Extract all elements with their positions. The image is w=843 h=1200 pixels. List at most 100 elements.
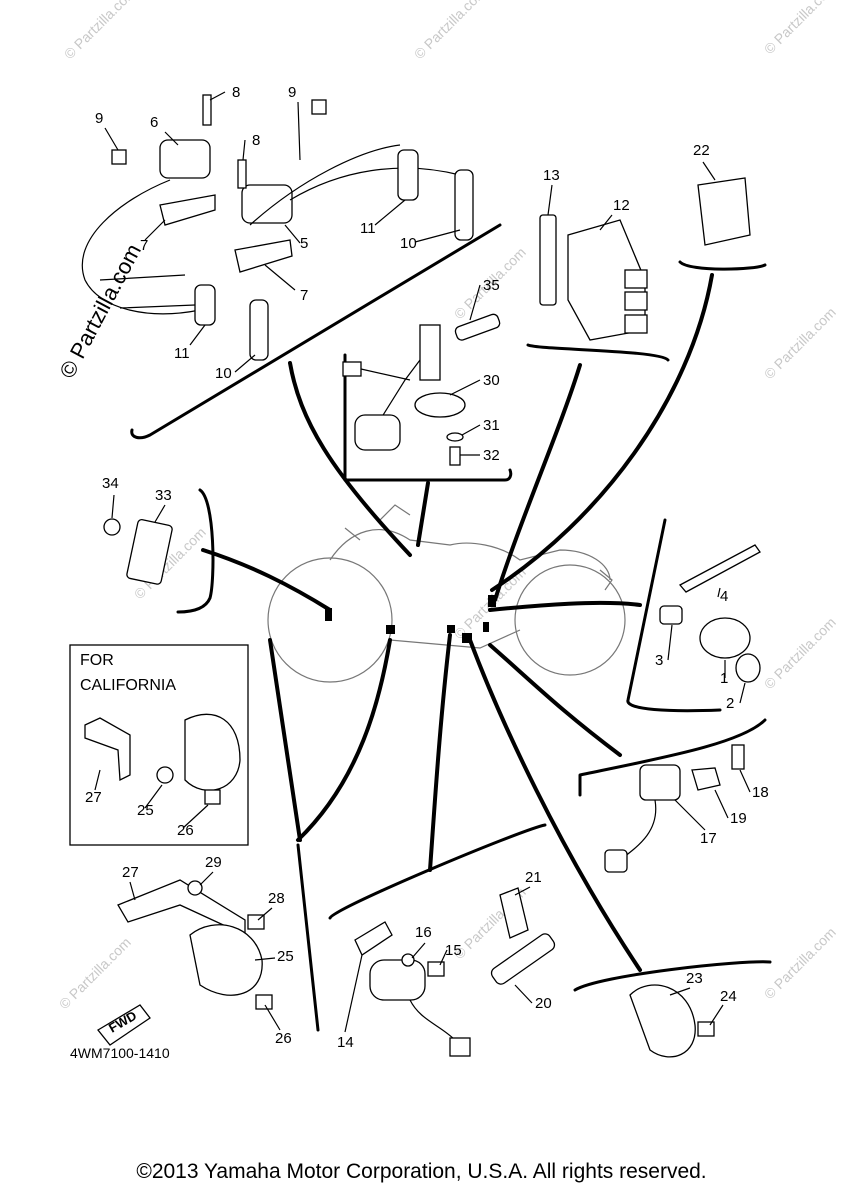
callout-26b: 26 [275, 1030, 292, 1047]
coil-cover-7a[interactable] [159, 194, 216, 226]
screw-3[interactable] [659, 605, 683, 625]
plug-cap-10a[interactable] [454, 169, 474, 241]
callout-5: 5 [300, 235, 308, 252]
callout-1: 1 [720, 670, 728, 687]
callout-23: 23 [686, 970, 703, 987]
callout-25a: 25 [137, 802, 154, 819]
starter-group [328, 823, 557, 1057]
horn-california[interactable] [184, 713, 241, 791]
callout-29: 29 [205, 854, 222, 871]
callout-34: 34 [102, 475, 119, 492]
watermark: © Partzilla.com [761, 924, 839, 1002]
ecu-group [526, 214, 670, 362]
callout-25b: 25 [277, 948, 294, 965]
relay-22[interactable] [697, 177, 751, 246]
watermark: © Partzilla.com [56, 934, 134, 1012]
callout-9b: 9 [288, 84, 296, 101]
callout-27a: 27 [85, 789, 102, 806]
callout-7a: 7 [140, 237, 148, 254]
callout-11a: 11 [360, 220, 376, 237]
watermark: © Partzilla.com [761, 304, 839, 382]
callout-12: 12 [613, 197, 630, 214]
bolt-8b[interactable] [237, 159, 247, 189]
connection-wires [201, 273, 714, 972]
nut-29[interactable] [187, 880, 203, 896]
watermark: © Partzilla.com [411, 0, 489, 62]
washer-25a[interactable] [156, 766, 174, 784]
leader-lines [94, 91, 751, 1033]
o-ring-2[interactable] [735, 653, 761, 683]
nut-34[interactable] [103, 518, 121, 536]
callouts: 1 2 3 4 5 6 7 7 8 8 9 9 10 10 11 11 12 1… [85, 84, 769, 1051]
bolt-8a[interactable] [202, 94, 212, 126]
clip-19[interactable] [691, 767, 721, 791]
callout-24: 24 [720, 988, 737, 1005]
main-switch-1[interactable] [699, 617, 751, 659]
horn-right-group [573, 960, 772, 1058]
diagram-code: 4WM7100-1410 [70, 1045, 170, 1061]
washer-31[interactable] [446, 432, 464, 442]
washer-16[interactable] [401, 953, 415, 967]
callout-17: 17 [700, 830, 717, 847]
callout-8a: 8 [232, 84, 240, 101]
bolt-26a[interactable] [204, 789, 221, 805]
clamp-21[interactable] [499, 887, 529, 939]
callout-11b: 11 [174, 345, 190, 362]
connector[interactable] [342, 361, 362, 377]
callout-8b: 8 [252, 132, 260, 149]
bolt-15[interactable] [427, 961, 445, 977]
callout-27b: 27 [122, 864, 139, 881]
california-line1: FOR [80, 652, 114, 669]
watermark: © Partzilla.com [761, 614, 839, 692]
watermark: © Partzilla.com [761, 0, 839, 57]
sensor-17[interactable] [639, 764, 681, 801]
watermark: © Partzilla.com [61, 0, 139, 62]
plug-cap-11a[interactable] [397, 149, 419, 201]
ignition-coil-5[interactable] [241, 184, 293, 224]
fuel-float[interactable] [354, 414, 401, 451]
callout-14: 14 [337, 1034, 354, 1051]
relay-group [678, 177, 767, 271]
lead-4[interactable] [678, 544, 761, 593]
starter-motor-14[interactable] [369, 959, 426, 1001]
coil-cover-7b[interactable] [234, 239, 293, 273]
ecu-band-13[interactable] [539, 214, 557, 306]
bolt-18[interactable] [731, 744, 745, 770]
screw-32[interactable] [449, 446, 461, 466]
gasket-35[interactable] [454, 313, 501, 342]
horn-25[interactable] [189, 924, 263, 996]
callout-31: 31 [483, 417, 500, 434]
california-box: FOR CALIFORNIA [69, 644, 249, 846]
ignition-coil-6[interactable] [159, 139, 211, 179]
bolt-26b[interactable] [255, 994, 273, 1010]
starter-cable-20[interactable] [489, 932, 557, 987]
fwd-arrow [97, 1004, 151, 1046]
callout-9a: 9 [95, 110, 103, 127]
fuel-sender-group [342, 313, 513, 482]
plug-cap-11b[interactable] [194, 284, 216, 326]
plug-cap-10b[interactable] [249, 299, 269, 361]
callout-18: 18 [752, 784, 769, 801]
starter-connector[interactable] [449, 1037, 471, 1057]
sensor-group [578, 718, 767, 873]
horn-23[interactable] [629, 984, 696, 1058]
california-line2: CALIFORNIA [80, 677, 176, 694]
callout-35: 35 [483, 277, 500, 294]
callout-30: 30 [483, 372, 500, 389]
callout-33: 33 [155, 487, 172, 504]
callout-10a: 10 [400, 235, 417, 252]
clip-9a[interactable] [111, 149, 127, 165]
callout-3: 3 [655, 652, 663, 669]
callout-20: 20 [535, 995, 552, 1012]
sensor-connector[interactable] [604, 849, 628, 873]
reflector-33[interactable] [126, 519, 173, 585]
fuel-sender-30[interactable] [419, 324, 441, 381]
clip-9b[interactable] [311, 99, 327, 115]
callout-4: 4 [720, 588, 728, 605]
bracket-27a[interactable] [84, 717, 131, 782]
callout-6: 6 [150, 114, 158, 131]
main-switch-group [626, 518, 761, 713]
bolt-24[interactable] [697, 1021, 715, 1037]
callout-16: 16 [415, 924, 432, 941]
